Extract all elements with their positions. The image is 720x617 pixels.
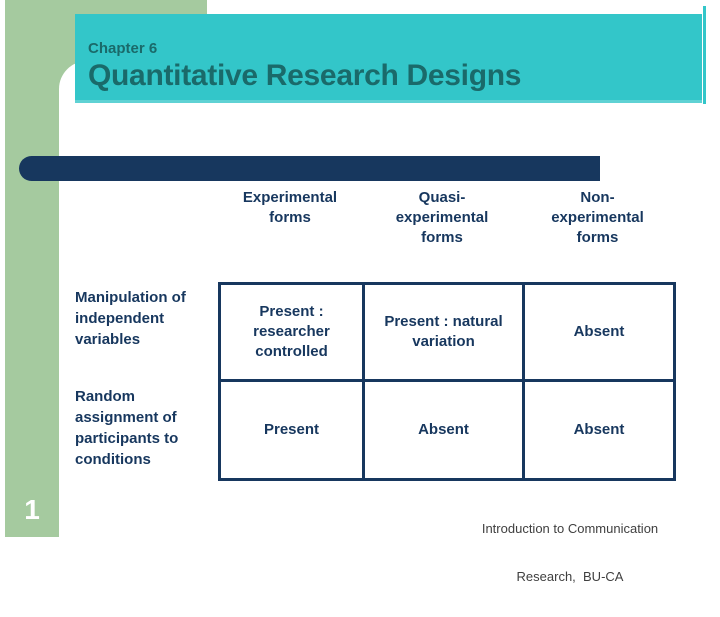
page-number: 1 [24, 494, 40, 525]
column-header-label: Quasi-experimental forms [395, 189, 489, 246]
footer-line-1: Introduction to Communication [481, 521, 659, 536]
page-title: Quantitative Research Designs [88, 59, 522, 92]
table-cell-r2c1: Present [221, 382, 362, 478]
slide: Chapter 6 Quantitative Research Designs … [5, 0, 706, 584]
title-box: Chapter 6 Quantitative Research Designs [75, 14, 702, 103]
row-header-random-assignment: Random assignment of participants to con… [75, 388, 179, 468]
table-cell-r1c2: Present : natural variation [365, 285, 522, 379]
table-cell-r1c3: Absent [525, 285, 673, 379]
column-header-quasi-experimental: Quasi-experimental forms [362, 188, 522, 248]
footer-credit: Introduction to Communication Research, … [420, 489, 720, 617]
column-header-label: Non-experimental forms [551, 189, 644, 246]
row-header-manipulation: Manipulation of independent variables [75, 289, 186, 348]
table-cell-r2c2: Absent [365, 382, 522, 478]
footer-line-2: Research, BU-CA [516, 569, 624, 584]
research-designs-table: Present : researcher controlled Present … [218, 282, 676, 481]
table-cell-r2c3: Absent [525, 382, 673, 478]
column-header-non-experimental: Non-experimental forms [522, 188, 673, 248]
column-header-label: Experimental forms [242, 189, 338, 226]
chapter-label: Chapter 6 [88, 40, 158, 57]
green-side-bar [5, 0, 59, 537]
column-header-experimental: Experimental forms [218, 188, 362, 228]
teal-right-accent-line [703, 6, 706, 104]
navy-accent-bar [19, 156, 600, 181]
table-cell-r1c1: Present : researcher controlled [221, 285, 362, 379]
